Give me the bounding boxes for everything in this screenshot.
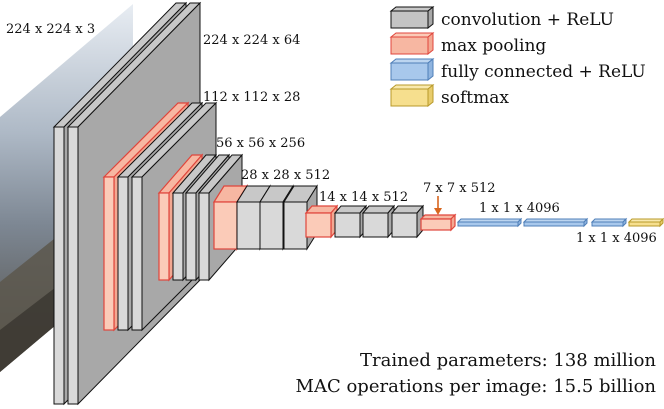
legend-fc: fully connected + ReLU [389,57,646,82]
macs-stat: MAC operations per image: 15.5 billion [296,376,657,397]
fc-dim-label: 1 x 1 x 4096 [479,201,560,216]
block6-pool [419,213,457,232]
fc2-dim-label: 1 x 1 x 4096 [576,231,657,246]
params-stat: Trained parameters: 138 million [360,350,656,371]
softmax-layer [627,217,664,228]
pointer-arrow [434,196,442,215]
legend-pool-label: max pooling [441,36,546,56]
legend: convolution + ReLU max pooling fully con… [389,5,646,108]
legend-pool: max pooling [389,31,546,56]
block1-dim-label: 224 x 224 x 64 [203,33,300,48]
block5-cubes [304,204,425,239]
legend-softmax: softmax [389,83,509,108]
legend-softmax-label: softmax [441,88,509,108]
fc-layers [456,217,628,228]
legend-fc-label: fully connected + ReLU [441,62,646,82]
legend-conv: convolution + ReLU [389,5,614,30]
block6-dim-label: 7 x 7 x 512 [423,181,496,196]
input-dim-label: 224 x 224 x 3 [6,22,95,37]
block4-cubes [212,183,318,252]
block4-dim-label: 28 x 28 x 512 [241,168,330,183]
block3-dim-label: 56 x 56 x 256 [216,136,305,151]
legend-conv-label: convolution + ReLU [441,10,614,30]
block5-dim-label: 14 x 14 x 512 [319,190,408,205]
block2-dim-label: 112 x 112 x 28 [203,90,300,105]
